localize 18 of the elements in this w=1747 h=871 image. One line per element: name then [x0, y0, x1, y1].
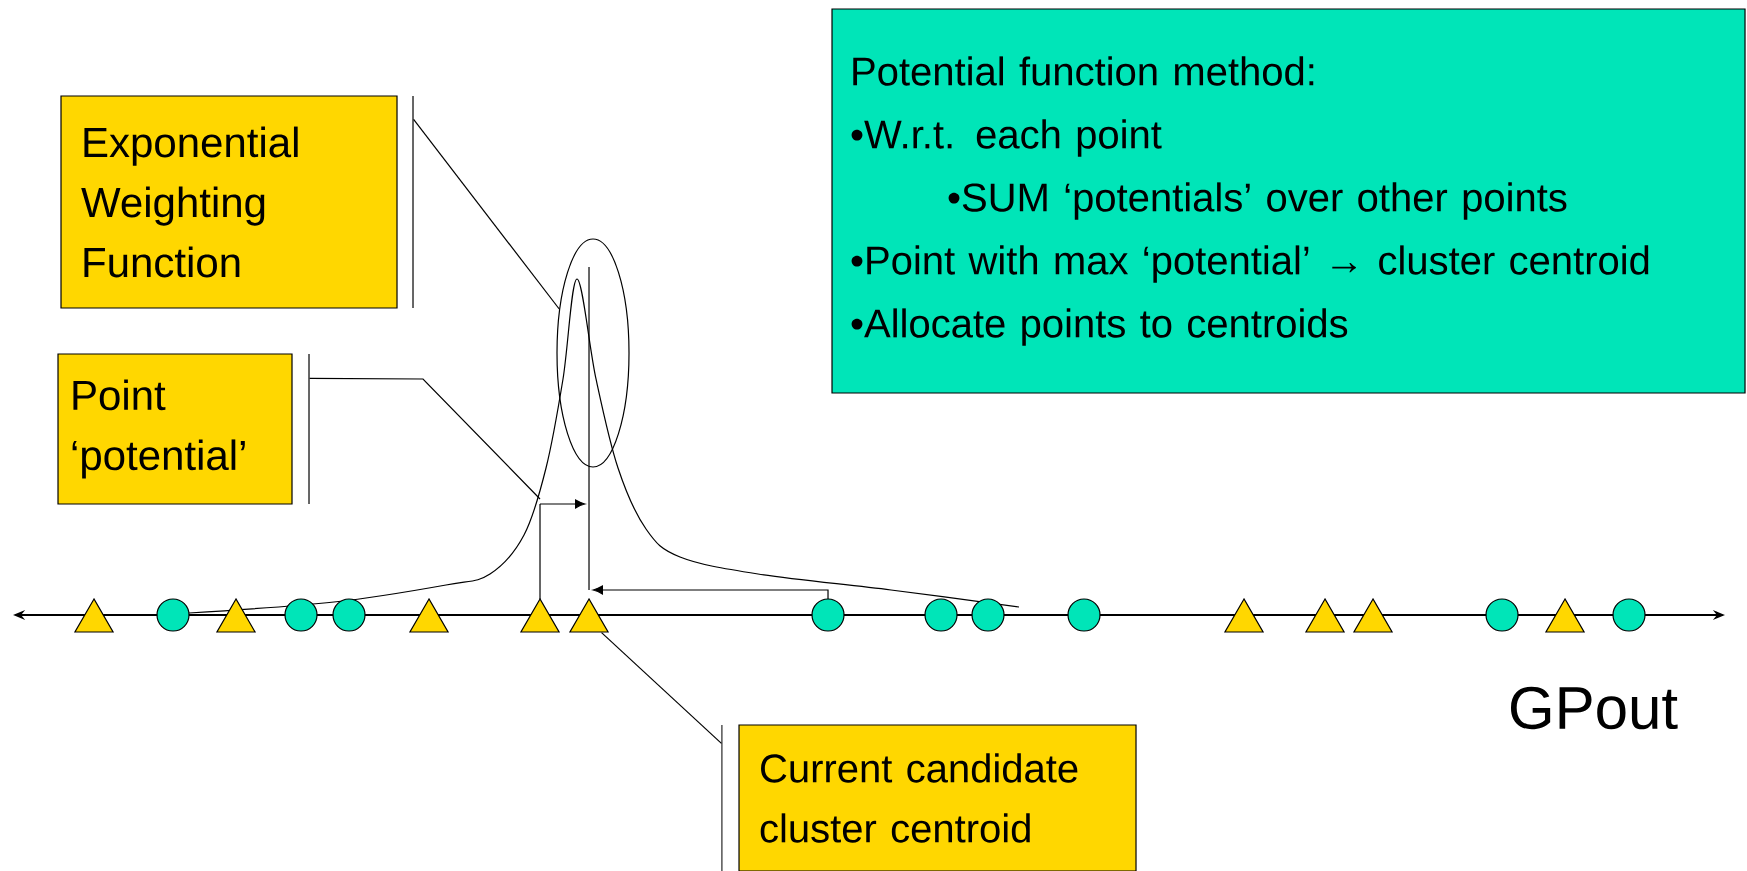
text-box: Potential function method: •W.r.t. each point •SUM ‘potentials’ over other points •Point with max ‘potential’ → cluster centroid •Allocate points to centroids	[831, 8, 1746, 394]
highlight-ellipse	[556, 238, 630, 468]
circle-marker	[924, 598, 958, 632]
circle-marker	[284, 598, 318, 632]
circle-marker	[971, 598, 1005, 632]
callout-box: Exponential Weighting Function	[60, 95, 398, 309]
circle-marker	[1485, 598, 1519, 632]
circle-marker	[156, 598, 190, 632]
circle-marker	[811, 598, 845, 632]
axis-label: GPout	[1511, 686, 1678, 730]
leader-line	[309, 377, 541, 500]
leader-line	[600, 632, 722, 744]
circle-marker	[332, 598, 366, 632]
callout-box: Current candidate cluster centroid	[738, 724, 1137, 871]
circle-marker	[1067, 598, 1101, 632]
callout-box: Point ‘potential’	[57, 353, 293, 505]
leader-line	[413, 118, 560, 310]
circle-marker	[1612, 598, 1646, 632]
